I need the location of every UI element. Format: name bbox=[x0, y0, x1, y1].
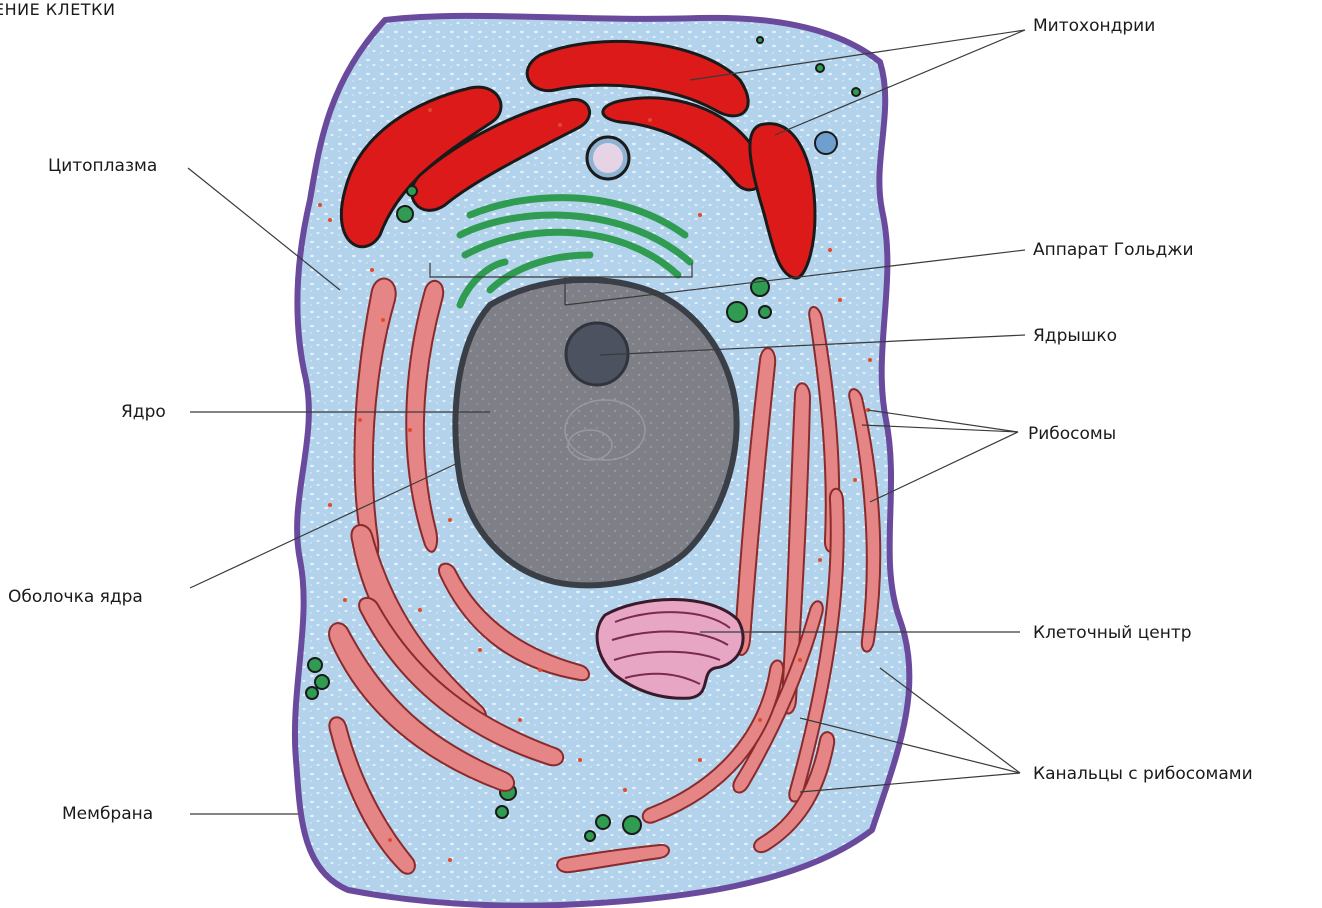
label-nuclear-envelope: Оболочка ядра bbox=[8, 587, 143, 607]
label-cell-center: Клеточный центр bbox=[1033, 623, 1192, 643]
label-nucleus: Ядро bbox=[121, 402, 166, 422]
label-er-canals: Канальцы с рибосомами bbox=[1033, 764, 1253, 784]
label-nucleolus: Ядрышко bbox=[1033, 326, 1117, 346]
small-vesicle bbox=[815, 132, 837, 154]
label-golgi: Аппарат Гольджи bbox=[1033, 240, 1194, 260]
label-cytoplasm: Цитоплазма bbox=[48, 156, 157, 176]
label-membrane: Мембрана bbox=[62, 804, 153, 824]
label-ribosomes: Рибосомы bbox=[1028, 424, 1116, 444]
label-mitochondria: Митохондрии bbox=[1033, 16, 1155, 36]
